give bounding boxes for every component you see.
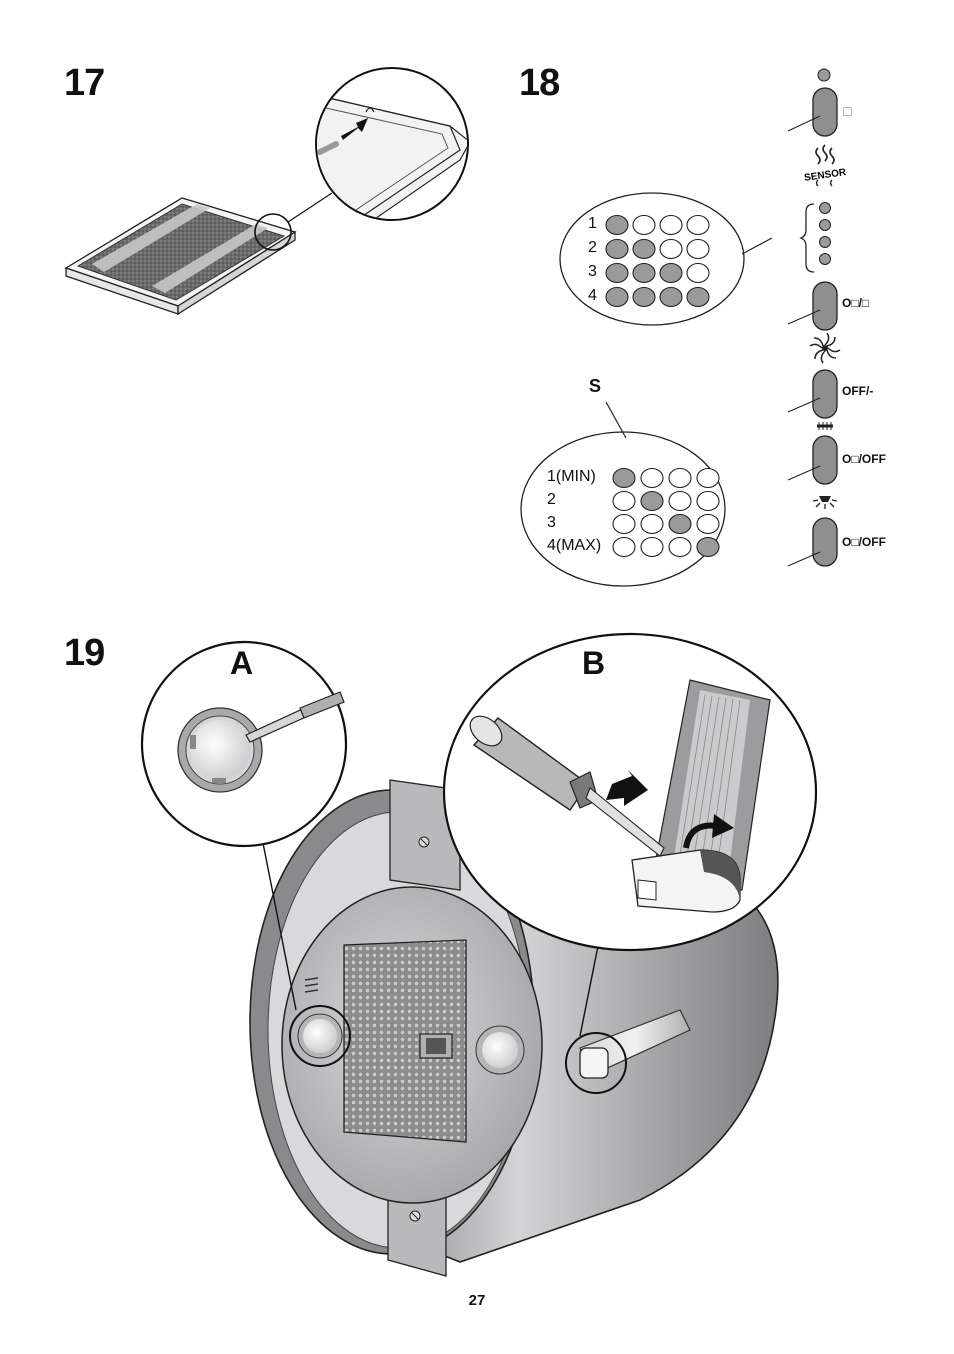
grid-row-label-2: 2 (588, 239, 597, 256)
grid-led (632, 214, 656, 236)
speed-led (668, 536, 692, 558)
speed-led (640, 490, 664, 512)
sensor-s-label: S (589, 376, 602, 396)
grid-led (686, 238, 710, 260)
figure-number-17: 17 (64, 62, 105, 104)
speed-leds (612, 467, 720, 558)
speed-led (612, 467, 636, 489)
speed-led (696, 513, 720, 535)
grid-led (605, 214, 629, 236)
lamp-right (475, 1025, 525, 1075)
grid-led (659, 214, 683, 236)
detail-b-label: B (582, 645, 606, 681)
speed-led (668, 513, 692, 535)
speed-led (640, 513, 664, 535)
speed-led (612, 513, 636, 535)
fan-off-button[interactable] (812, 369, 838, 419)
grid-row-label-4: 4 (588, 287, 597, 304)
grid-led (632, 286, 656, 308)
speed-led (612, 536, 636, 558)
timer-button-label: □ (843, 103, 852, 119)
speed-row-label-3: 3 (547, 514, 556, 531)
grid-led (605, 238, 629, 260)
grid-led (686, 214, 710, 236)
detail-a-magnifier (140, 640, 348, 848)
speed-led (640, 467, 664, 489)
timer-button[interactable] (812, 87, 838, 137)
speed-led (696, 536, 720, 558)
led-grid (605, 214, 710, 308)
grid-row-label-3: 3 (588, 263, 597, 280)
speed-button[interactable] (812, 281, 838, 331)
speed-led (696, 467, 720, 489)
speed-row-label-1: 1(MIN) (547, 468, 596, 485)
grid-led (659, 238, 683, 260)
charcoal-filter-tray (64, 192, 333, 316)
fan-off-button-label: OFF/- (842, 384, 874, 398)
push-arrow-icon (606, 770, 648, 806)
speed-led (668, 467, 692, 489)
light-button-1[interactable] (812, 435, 838, 485)
grid-led (632, 238, 656, 260)
grid-led (686, 262, 710, 284)
figure-number-18: 18 (519, 62, 560, 104)
grid-led (686, 286, 710, 308)
grid-led (605, 286, 629, 308)
detail-a-label: A (230, 645, 254, 681)
grid-led (632, 262, 656, 284)
grease-filter (343, 939, 467, 1143)
speed-led (640, 536, 664, 558)
rotate-arrow-icon (712, 814, 734, 838)
light-button-2[interactable] (812, 517, 838, 567)
speed-led (612, 490, 636, 512)
figure-number-19: 19 (64, 632, 105, 674)
lamp-left (289, 1005, 351, 1067)
grid-led (605, 262, 629, 284)
control-panel-strip: SENSOR (787, 68, 848, 567)
light-button-2-label: O□/OFF (842, 535, 886, 549)
screwdriver (469, 715, 665, 857)
speed-led (696, 490, 720, 512)
grid-led (659, 262, 683, 284)
filter-grid-icon (817, 422, 833, 430)
grid-row-label-1: 1 (588, 215, 597, 232)
page-number: 27 (468, 1292, 486, 1309)
detail-b-magnifier (442, 632, 818, 952)
speed-row-label-2: 2 (547, 491, 556, 508)
light-icon (812, 496, 838, 509)
hood-cylinder (249, 779, 779, 1277)
speed-button-label: O□/□ (842, 296, 870, 310)
light-button-1-label: O□/OFF (842, 452, 886, 466)
speed-row-label-4: 4(MAX) (547, 537, 602, 554)
fan-icon (809, 332, 841, 364)
grid-led (659, 286, 683, 308)
speed-led (668, 490, 692, 512)
